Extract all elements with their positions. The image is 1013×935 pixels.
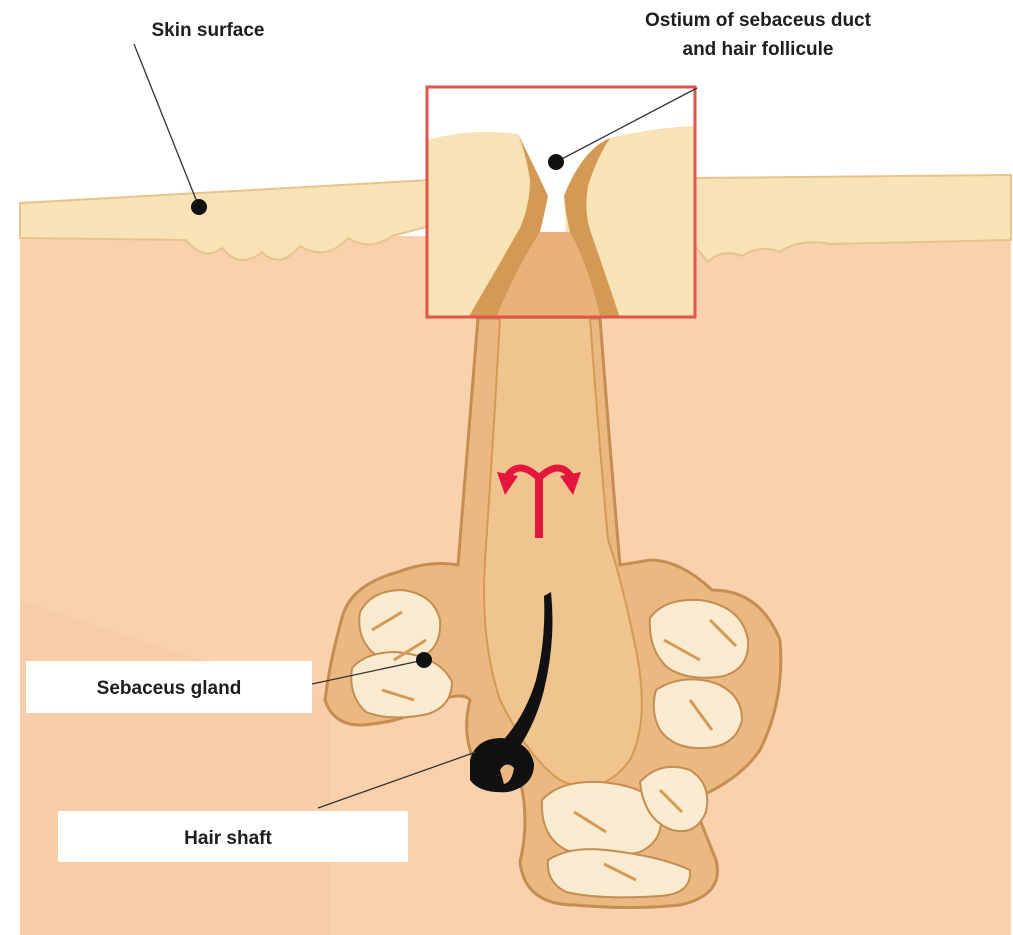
label-ostium-line2: and hair follicule [683, 39, 834, 60]
marker-ostium [548, 154, 564, 170]
gland-lobe-left-upper [359, 590, 440, 661]
leader-line-skin-surface [134, 44, 199, 207]
gland-lobe-right-lower [654, 679, 742, 748]
label-skin-surface: Skin surface [152, 20, 265, 41]
marker-skin-surface [191, 199, 207, 215]
label-hair-shaft: Hair shaft [184, 828, 272, 849]
marker-sebaceus-gland [416, 652, 432, 668]
ostium-zoom-box [427, 87, 695, 318]
label-sebaceus-gland: Sebaceus gland [97, 678, 242, 699]
label-ostium-line1: Ostium of sebaceus duct [645, 10, 872, 31]
